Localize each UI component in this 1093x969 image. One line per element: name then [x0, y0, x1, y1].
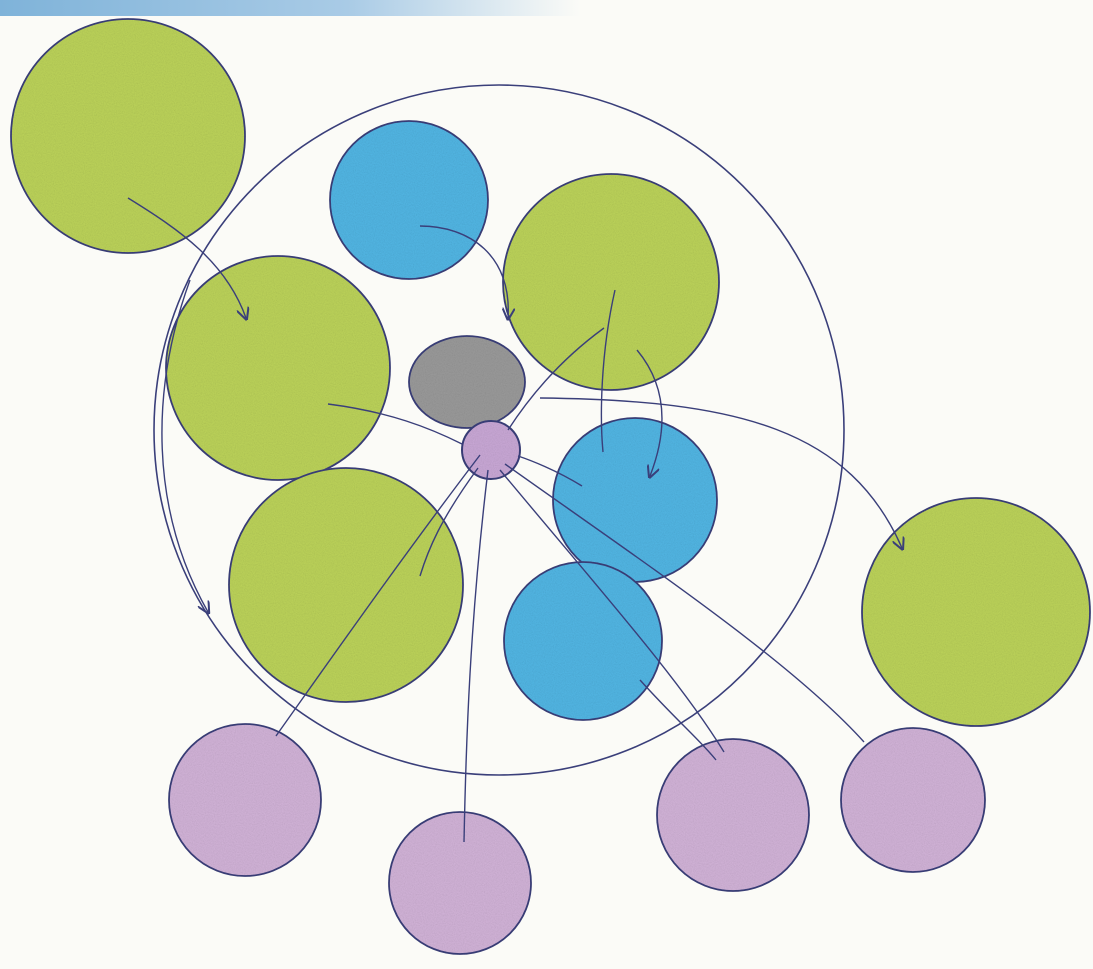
line-to-purple2-from-blue2	[639, 679, 717, 761]
center-node	[408, 335, 526, 429]
purple-node-1	[388, 811, 532, 955]
green-node-4	[861, 497, 1091, 727]
paper-top-band	[0, 0, 580, 16]
arrow-blue0-to-green3	[419, 225, 508, 318]
line-green3-to-blue1-stroke	[600, 289, 616, 453]
green-node-1	[165, 255, 391, 481]
line-blue1-to-core	[517, 455, 583, 487]
line-core-to-purple2	[499, 469, 725, 753]
green-node-0	[10, 18, 246, 254]
purple-node-3	[840, 727, 986, 873]
outer-ring	[153, 84, 845, 776]
arrow-green3-to-blue1	[636, 349, 663, 476]
line-core-to-purple1	[463, 469, 489, 843]
arrow-outer-ring-left	[161, 279, 208, 612]
line-green1-to-core	[327, 403, 463, 445]
purple-node-0	[168, 723, 322, 877]
arrow-green0-to-green1	[127, 197, 246, 318]
arrow-to-green4	[539, 397, 902, 548]
blue-node-0	[329, 120, 489, 280]
line-core-to-green2	[419, 467, 479, 577]
line-core-to-purple3	[504, 463, 865, 743]
green-node-2	[228, 467, 464, 703]
green-node-3	[502, 173, 720, 391]
blue-node-1	[552, 417, 718, 583]
connectors	[127, 197, 902, 843]
core-node	[461, 420, 521, 480]
line-green3-to-core	[507, 327, 605, 431]
line-core-to-purple0	[275, 454, 481, 737]
purple-node-2	[656, 738, 810, 892]
blue-node-2	[503, 561, 663, 721]
